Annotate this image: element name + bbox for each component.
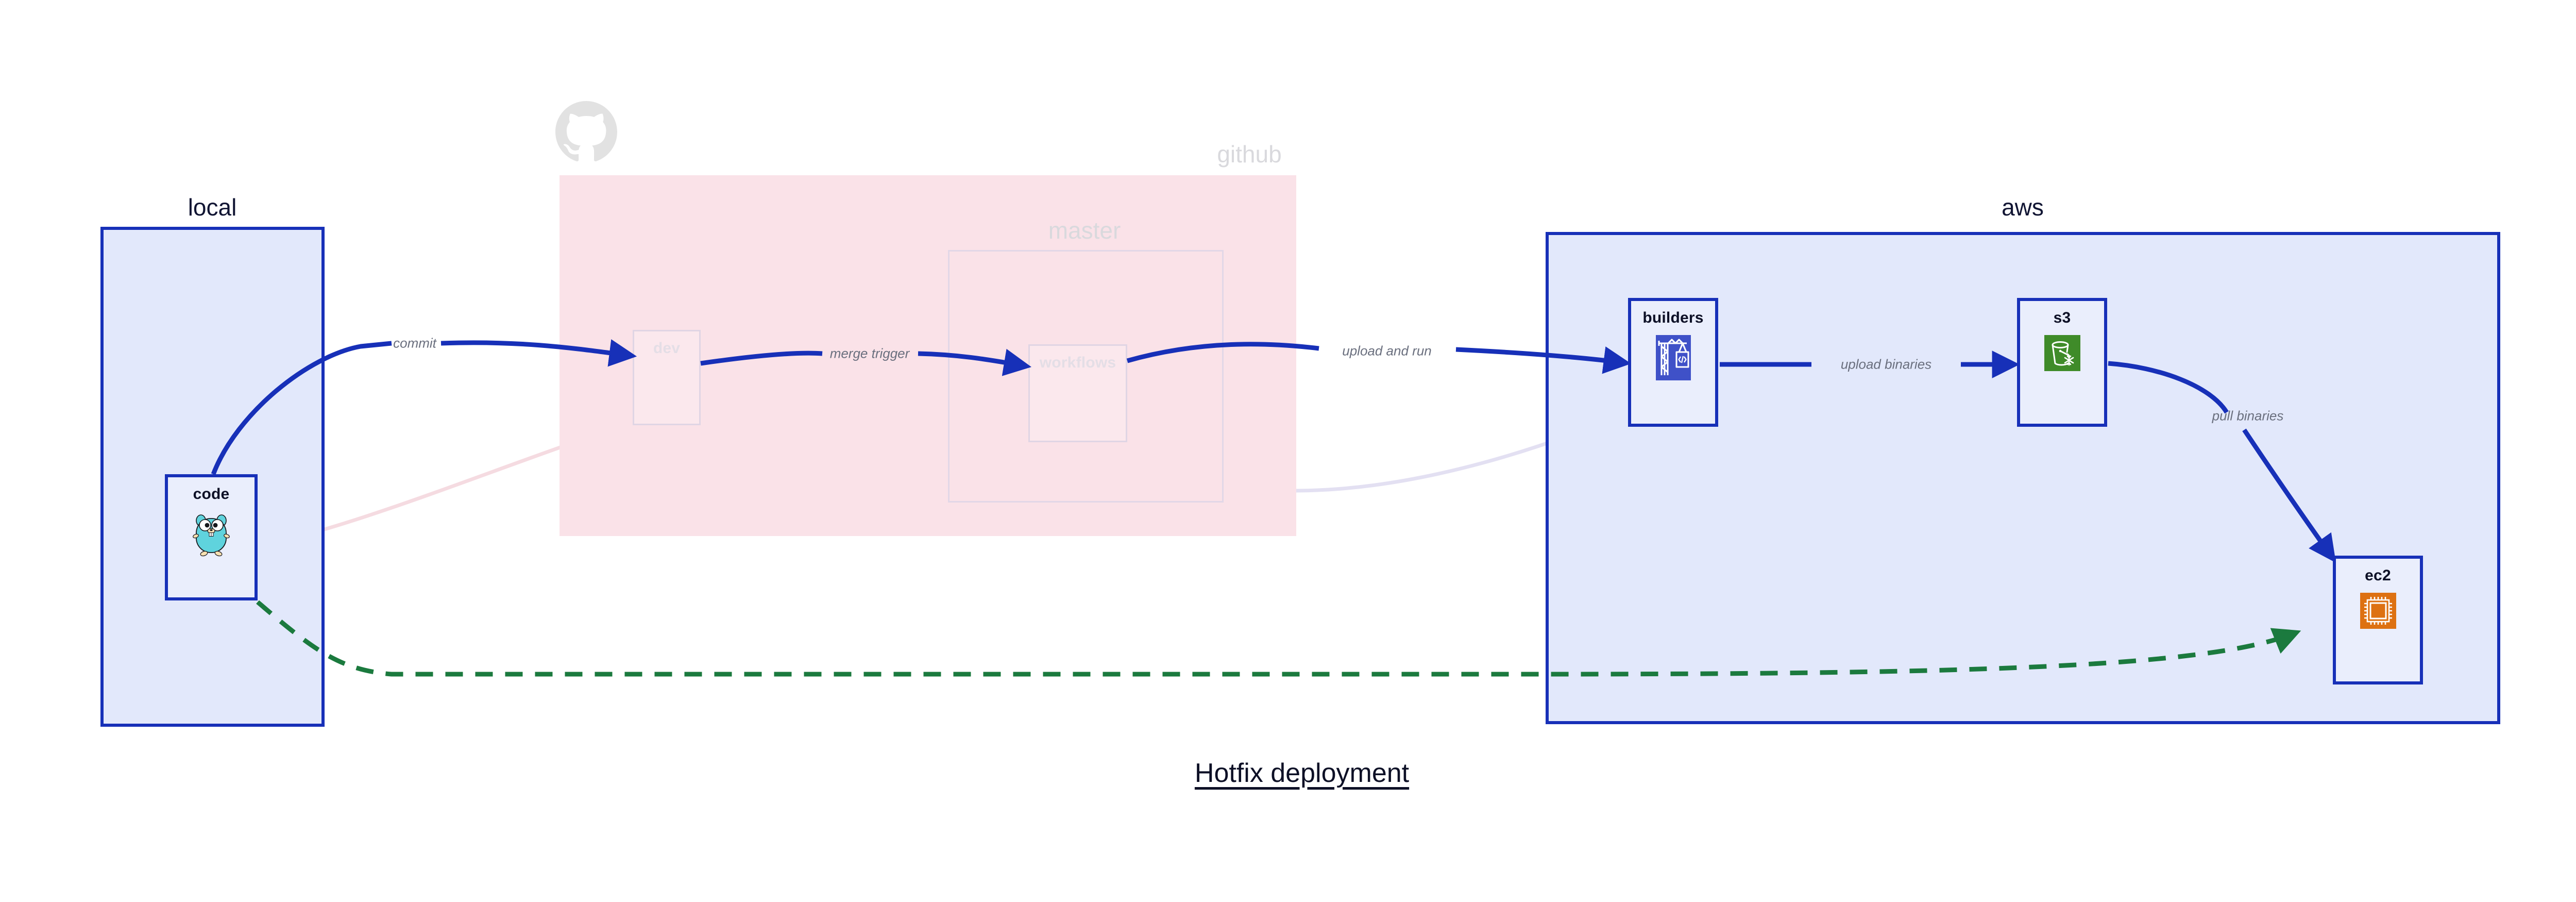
aws-codebuild-crane-icon xyxy=(1655,335,1691,383)
node-builders[interactable]: builders xyxy=(1628,298,1718,427)
edge-label-commit: commit xyxy=(393,335,436,351)
edge-label-upload-and-run: upload and run xyxy=(1342,343,1432,359)
node-workflows-label: workflows xyxy=(1039,354,1116,371)
go-gopher-icon xyxy=(192,511,231,561)
page-title: Hotfix deployment xyxy=(1194,758,1410,788)
group-aws-label: aws xyxy=(2002,194,2044,221)
node-dev[interactable]: dev xyxy=(633,330,701,425)
node-s3[interactable]: s3 xyxy=(2017,298,2107,427)
node-ec2-label: ec2 xyxy=(2365,567,2391,584)
ghost-subgroup-master-label: master xyxy=(1048,217,1121,244)
edge-label-pull-binaries: pull binaries xyxy=(2212,408,2284,424)
github-octocat-logo xyxy=(555,101,617,165)
node-dev-label: dev xyxy=(653,340,681,357)
node-workflows[interactable]: workflows xyxy=(1028,344,1127,442)
aws-ec2-chip-icon xyxy=(2360,593,2396,631)
node-code[interactable]: code xyxy=(165,474,258,600)
node-builders-label: builders xyxy=(1642,309,1704,326)
group-local-label: local xyxy=(188,194,237,221)
ghost-subgroup-master xyxy=(948,250,1224,503)
edge-label-upload-binaries: upload binaries xyxy=(1840,356,1932,372)
node-s3-label: s3 xyxy=(2053,309,2071,326)
aws-s3-bucket-snowflake-icon xyxy=(2044,335,2080,374)
edge-label-merge-trigger: merge trigger xyxy=(829,345,910,361)
node-ec2[interactable]: ec2 xyxy=(2333,556,2423,684)
node-code-label: code xyxy=(193,486,230,503)
group-github-label: github xyxy=(1217,141,1282,168)
